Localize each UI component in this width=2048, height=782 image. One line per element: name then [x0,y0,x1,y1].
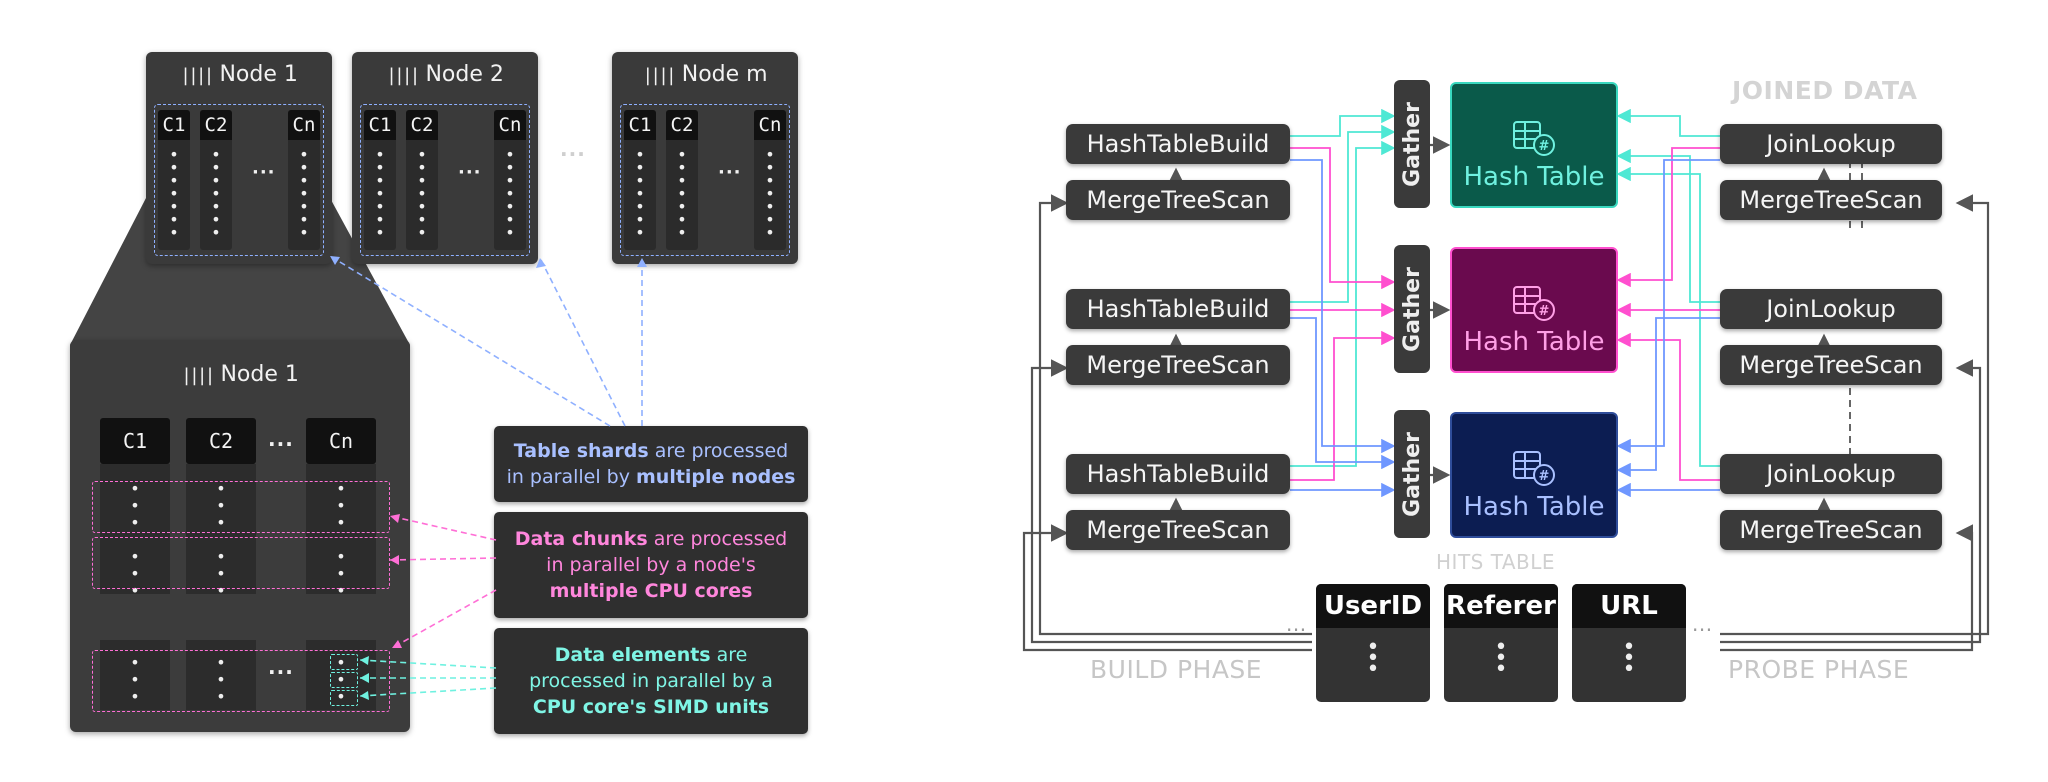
hits-table-label: HITS TABLE [1436,550,1556,574]
column-bars-icon: |||| [181,365,215,386]
merge-tree-scan-probe-2: MergeTreeScan [1720,345,1942,385]
node-2: ||||Node 2 C1 ••••••• C2 ••••••• Cn ••••… [352,52,538,264]
chunk-box-2 [92,537,390,589]
hash-table-icon: # [1513,286,1555,321]
gather-2: Gather [1394,245,1430,373]
big-cores-ellipsis: ··· [268,432,294,456]
joined-data-label: JOINED DATA [1732,76,1918,105]
simd-box-3 [330,690,358,706]
hits-column-referer: Referer ••• [1444,584,1558,702]
shard-box [360,104,530,256]
simd-box-2 [330,672,358,688]
merge-tree-scan-build-1: MergeTreeScan [1066,180,1290,220]
merge-tree-scan-probe-1: MergeTreeScan [1720,180,1942,220]
join-lookup-1: JoinLookup [1720,124,1942,164]
core-column: C1 ••••••• [158,110,190,250]
gather-1: Gather [1394,80,1430,208]
hits-column-url: URL ••• [1572,584,1686,702]
simd-box-1 [330,654,358,670]
merge-tree-scan-build-3: MergeTreeScan [1066,510,1290,550]
node-3: ||||Node m C1 ••••••• C2 ••••••• Cn ••••… [612,52,798,264]
core-column: Cn ••••••• [494,110,526,250]
merge-tree-scan-probe-3: MergeTreeScan [1720,510,1942,550]
hash-table-3: # Hash Table [1450,412,1618,538]
hits-dots-right: ··· [1692,618,1713,642]
build-phase-label: BUILD PHASE [1090,655,1263,684]
column-bars-icon: |||| [180,65,214,86]
core-column: Cn ••••••• [288,110,320,250]
callout-data-elements: Data elements are processed in parallel … [494,628,808,734]
svg-text:#: # [1539,469,1550,484]
core-column: C2 ••••••• [200,110,232,250]
join-lookup-3: JoinLookup [1720,454,1942,494]
hash-table-build-1: HashTableBuild [1066,124,1290,164]
big-node-title: Node 1 [220,362,299,387]
core-column: C1 ••••••• [624,110,656,250]
leader-lines [329,255,647,700]
node-1: ||||Node 1 C1 ••••••• C2 ••••••• Cn ••••… [146,52,332,264]
column-bars-icon: |||| [642,65,676,86]
hash-table-build-3: HashTableBuild [1066,454,1290,494]
hash-table-1: # Hash Table [1450,82,1618,208]
nodes-ellipsis: ··· [560,142,586,166]
node-title: Node 1 [219,62,298,87]
core-column: C1 ••••••• [364,110,396,250]
probe-phase-label: PROBE PHASE [1728,655,1910,684]
hash-table-icon: # [1513,121,1555,156]
shard-box [620,104,790,256]
callout-data-chunks: Data chunks are processed in parallel by… [494,512,808,618]
cores-ellipsis: ··· [458,162,482,183]
cores-ellipsis: ··· [718,162,742,183]
core-column: Cn ••••••• [754,110,786,250]
node-title: Node m [681,62,768,87]
hash-table-icon: # [1513,451,1555,486]
svg-text:#: # [1539,139,1550,154]
node-title: Node 2 [425,62,504,87]
shard-box [154,104,324,256]
big-cores-ellipsis-2: ··· [268,660,294,684]
svg-text:#: # [1539,304,1550,319]
merge-tree-scan-build-2: MergeTreeScan [1066,345,1290,385]
hash-table-build-2: HashTableBuild [1066,289,1290,329]
hash-table-2: # Hash Table [1450,247,1618,373]
chunk-box-3 [92,650,390,712]
hits-column-userid: UserID ••• [1316,584,1430,702]
core-column: C2 ••••••• [666,110,698,250]
hits-dots-left: ··· [1286,618,1307,642]
callout-table-shards: Table shards are processed in parallel b… [494,426,808,502]
core-column: C2 ••••••• [406,110,438,250]
cores-ellipsis: ··· [252,162,276,183]
join-lookup-2: JoinLookup [1720,289,1942,329]
column-bars-icon: |||| [386,65,420,86]
chunk-box-1 [92,481,390,533]
gather-3: Gather [1394,410,1430,538]
